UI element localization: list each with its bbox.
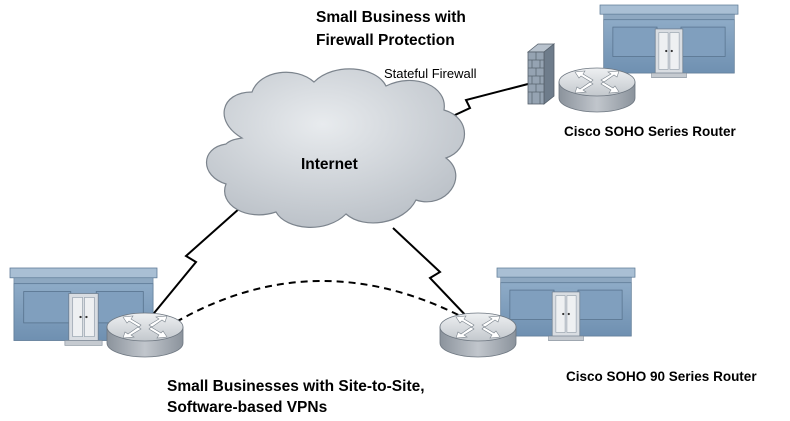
firewall-site-title-line2: Firewall Protection	[316, 32, 455, 49]
router-icon	[106, 312, 184, 358]
router-icon	[439, 312, 517, 358]
soho90-router-label: Cisco SOHO 90 Series Router	[566, 369, 757, 384]
vpn-sites-label-line1: Small Businesses with Site-to-Site,	[167, 378, 425, 395]
internet-cloud-icon	[205, 68, 466, 228]
router-icon	[558, 67, 636, 113]
firewall-site-title-line1: Small Business with	[316, 9, 466, 26]
small-business-building-icon	[599, 4, 739, 79]
internet-label: Internet	[301, 156, 358, 173]
small-business-building-icon	[496, 267, 636, 342]
soho-router-label: Cisco SOHO Series Router	[564, 124, 736, 139]
wan-link-left-site	[149, 207, 241, 319]
vpn-tunnel-dashed	[175, 280, 473, 323]
vpn-sites-label-line2: Software-based VPNs	[167, 399, 328, 416]
stateful-firewall-label: Stateful Firewall	[384, 66, 477, 81]
wan-link-right-site	[392, 227, 471, 321]
firewall-brick-wall-icon	[526, 43, 556, 105]
